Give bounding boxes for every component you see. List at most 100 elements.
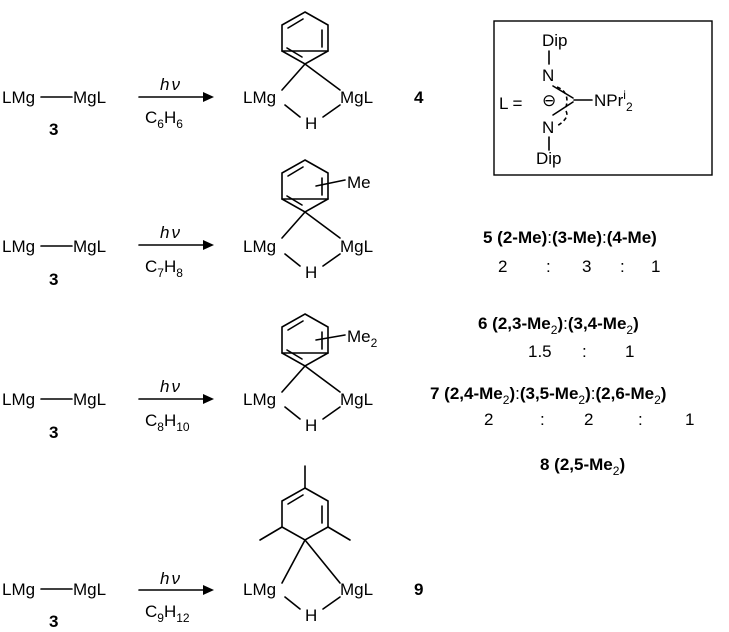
solvent-label: C7H8 [145, 257, 183, 280]
c-mg-bond [281, 63, 306, 91]
reagent-lmg: LMg [2, 237, 35, 256]
product-lmg: LMg [243, 237, 276, 256]
text-segment: 2 [626, 323, 633, 337]
ratio-7-value-1: 2 [484, 410, 493, 429]
text-segment: (3-Me) [552, 228, 602, 247]
substituent-me2: Me2 [347, 327, 378, 350]
ring-double-bond [286, 195, 303, 206]
mg-h-bond [322, 406, 341, 420]
substituent-me: Me [347, 173, 371, 192]
ratio-6-heading: 6 (2,3-Me2):(3,4-Me2) [478, 314, 639, 337]
hydride: H [305, 416, 317, 435]
ratio-5-sep-2: : [620, 257, 625, 276]
c-mg-bond [281, 365, 306, 393]
solvent-label: C8H10 [145, 411, 190, 434]
text-segment: : [563, 314, 568, 333]
n-top: N [542, 66, 554, 85]
text-segment: (2,6-Me [596, 384, 655, 403]
text-segment: (4-Me) [607, 228, 657, 247]
text-segment: C [145, 108, 157, 127]
text-segment: ) [633, 314, 639, 333]
text-segment: H [164, 257, 176, 276]
text-segment: 8 [176, 266, 183, 280]
reagent-mgl: MgL [73, 390, 106, 409]
substituent-bond [315, 179, 346, 187]
hydride: H [305, 114, 317, 133]
benzene-ring [281, 11, 329, 65]
text-segment: 5 (2-Me) [483, 228, 547, 247]
text-segment: 2 [626, 100, 633, 114]
hydride: H [305, 263, 317, 282]
text-segment: 12 [176, 611, 190, 625]
dip-bottom: Dip [536, 149, 562, 168]
text-segment: : [602, 228, 607, 247]
reagent-mgl: MgL [73, 580, 106, 599]
mg-h-bond [284, 596, 301, 610]
text-segment: : [591, 384, 596, 403]
text-segment: 6 [176, 117, 183, 131]
text-segment: (3,5-Me [520, 384, 579, 403]
product-lmg: LMg [243, 88, 276, 107]
arrow-head [203, 92, 214, 102]
mg-h-bond [284, 406, 301, 420]
text-segment: H [164, 108, 176, 127]
methyl-bond [327, 526, 351, 541]
ratio-7-sep-2: : [638, 410, 643, 429]
text-segment: C [145, 257, 157, 276]
text-segment: NPr [594, 91, 624, 110]
reagent-label: 3 [49, 270, 58, 289]
ratio-5-sep-1: : [546, 257, 551, 276]
dip-top: Dip [542, 31, 568, 50]
text-segment: 6 (2,3-Me [478, 314, 551, 333]
ratio-5-heading: 5 (2-Me):(3-Me):(4-Me) [483, 228, 657, 247]
text-segment: 2 [654, 393, 661, 407]
reagent-label: 3 [49, 120, 58, 139]
c-mg-bond [304, 365, 341, 393]
product-mgl: MgL [340, 88, 373, 107]
ratio-5-value-1: 2 [498, 257, 507, 276]
product-mgl: MgL [340, 580, 373, 599]
delocalised-bond [556, 110, 568, 127]
ratio-7-value-2: 2 [584, 410, 593, 429]
text-segment: (3,4-Me [568, 314, 627, 333]
ring-double-bond [287, 320, 304, 331]
c-mg-bond [304, 63, 341, 91]
reagent-label: 3 [49, 423, 58, 442]
ring-double-bond [287, 18, 304, 29]
reagent-mgl: MgL [73, 88, 106, 107]
text-segment: H [164, 411, 176, 430]
arrow-head [203, 585, 214, 595]
text-segment: 9 [157, 611, 164, 625]
arrow-head [203, 394, 214, 404]
product-mgl: MgL [340, 237, 373, 256]
text-segment: 8 [157, 420, 164, 434]
reagent-mgl: MgL [73, 237, 106, 256]
ratio-6-sep-1: : [582, 342, 587, 361]
mg-h-bond [322, 253, 341, 267]
n-c-bond [552, 101, 574, 116]
reagent-lmg: LMg [2, 88, 35, 107]
isomer-ratios: 5 (2-Me):(3-Me):(4-Me) 2 : 3 : 1 6 (2,3-… [430, 228, 694, 478]
text-segment: C [145, 411, 157, 430]
hydride: H [305, 606, 317, 625]
methyl-bond [259, 526, 283, 541]
ratio-7-sep-1: : [540, 410, 545, 429]
ratio-7-heading: 7 (2,4-Me2):(3,5-Me2):(2,6-Me2) [430, 384, 666, 407]
text-segment: 2 [613, 464, 620, 478]
product-mgl: MgL [340, 390, 373, 409]
text-segment: ) [619, 455, 625, 474]
mg-h-bond [284, 253, 301, 267]
n-c-bond [552, 85, 574, 99]
reagent-lmg: LMg [2, 580, 35, 599]
substituent-bond [315, 334, 346, 341]
ligand-definition: Dip N L = ⊖ NPri2 N Dip [493, 20, 713, 176]
reagent-label: 3 [49, 612, 58, 631]
text-segment: ) [509, 384, 515, 403]
solvent-label: C6H6 [145, 108, 183, 131]
text-segment: ) [557, 314, 563, 333]
